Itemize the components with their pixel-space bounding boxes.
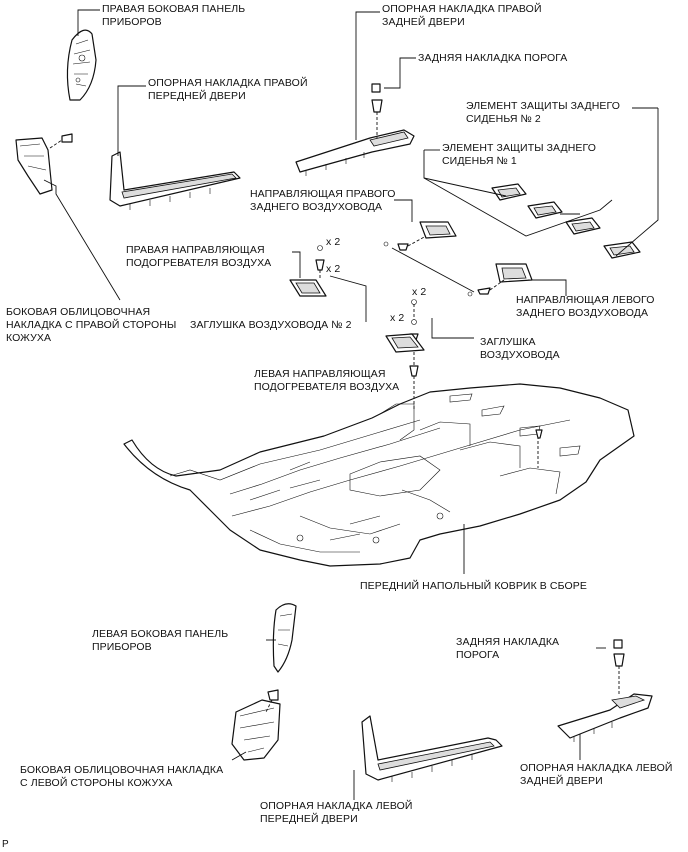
label-instrument-panel-left: ЛЕВАЯ БОКОВАЯ ПАНЕЛЬ ПРИБОРОВ [92,628,229,653]
cowl-side-trim-right-part [15,133,121,301]
label-rear-sill-cover-bottom: ЗАДНЯЯ НАКЛАДКА ПОРОГА [456,636,560,661]
label-rear-door-scuff-left: ОПОРНАЯ НАКЛАДКА ЛЕВОЙ ЗАДНЕЙ ДВЕРИ [520,762,673,787]
front-door-scuff-right-part [109,85,241,210]
label-rear-air-duct-right: НАПРАВЛЯЮЩАЯ ПРАВОГО ЗАДНЕГО ВОЗДУХОВОДА [250,188,396,213]
label-rear-seat-protector-2: ЭЛЕМЕНТ ЗАЩИТЫ ЗАДНЕГО СИДЕНЬЯ № 2 [466,100,620,125]
label-heater-duct-left: ЛЕВАЯ НАПРАВЛЯЮЩАЯ ПОДОГРЕВАТЕЛЯ ВОЗДУХА [254,368,400,393]
rear-door-scuff-right-part [295,11,415,176]
label-rear-door-scuff-right: ОПОРНАЯ НАКЛАДКА ПРАВОЙ ЗАДНЕЙ ДВЕРИ [382,3,542,28]
cowl-side-trim-left-part [231,689,281,761]
label-duct-plug-2: ЗАГЛУШКА ВОЗДУХОВОДА № 2 [190,319,352,331]
rear-seat-protectors [423,107,659,259]
instrument-panel-right-part [66,9,100,101]
label-rear-seat-protector-1: ЭЛЕМЕНТ ЗАЩИТЫ ЗАДНЕГО СИДЕНЬЯ № 1 [442,142,596,167]
quantity-marker: x 2 [390,312,405,324]
front-door-scuff-left-part [353,715,503,800]
rear-air-duct-left-part [467,263,567,297]
label-heater-duct-right: ПРАВАЯ НАПРАВЛЯЮЩАЯ ПОДОГРЕВАТЕЛЯ ВОЗДУХ… [126,244,272,269]
label-cowl-side-trim-right: БОКОВАЯ ОБЛИЦОВОЧНАЯ НАКЛАДКА С ПРАВОЙ С… [6,306,177,344]
corner-mark: P [2,839,9,850]
label-duct-plug: ЗАГЛУШКА ВОЗДУХОВОДА [480,336,560,361]
label-rear-air-duct-left: НАПРАВЛЯЮЩАЯ ЛЕВОГО ЗАДНЕГО ВОЗДУХОВОДА [516,294,655,319]
quantity-marker: x 2 [326,263,341,275]
rear-sill-clip-top [371,57,416,138]
quantity-marker: x 2 [412,286,427,298]
floor-carpet-part [123,376,635,574]
label-instrument-panel-right: ПРАВАЯ БОКОВАЯ ПАНЕЛЬ ПРИБОРОВ [102,3,246,28]
heater-duct-left-part [385,333,425,377]
instrument-panel-left-part [266,603,297,673]
label-rear-sill-cover-top: ЗАДНЯЯ НАКЛАДКА ПОРОГА [418,52,568,64]
heater-duct-right-part [289,245,367,322]
label-floor-carpet: ПЕРЕДНИЙ НАПОЛЬНЫЙ КОВРИК В СБОРЕ [360,580,587,592]
label-front-door-scuff-right: ОПОРНАЯ НАКЛАДКА ПРАВОЙ ПЕРЕДНЕЙ ДВЕРИ [148,77,308,102]
rear-air-duct-right-part [383,199,475,293]
quantity-marker: x 2 [326,236,341,248]
rear-door-scuff-left-part [557,639,653,760]
label-cowl-side-trim-left: БОКОВАЯ ОБЛИЦОВОЧНАЯ НАКЛАДКА С ЛЕВОЙ СТ… [20,764,224,789]
duct-plugs [409,299,474,341]
label-front-door-scuff-left: ОПОРНАЯ НАКЛАДКА ЛЕВОЙ ПЕРЕДНЕЙ ДВЕРИ [260,800,413,825]
